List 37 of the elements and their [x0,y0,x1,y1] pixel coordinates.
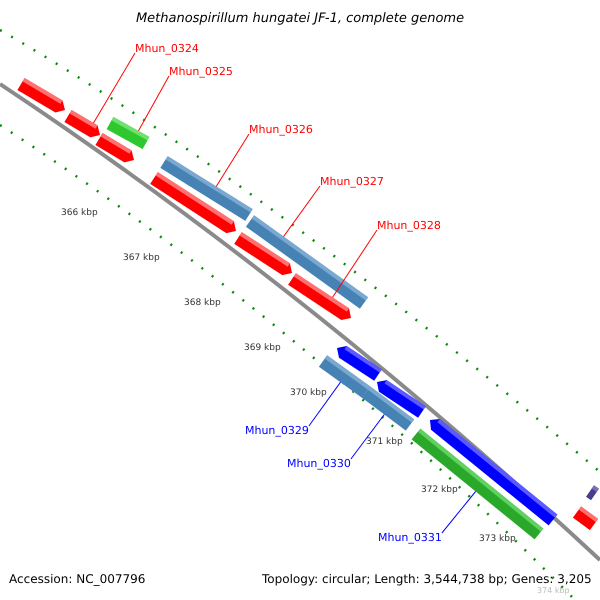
tick-label: 372 kbp [421,486,458,495]
gene-label: Mhun_0330 [287,457,351,470]
leader-line [441,491,476,534]
genome-summary-text: Topology: circular; Length: 3,544,738 bp; Genes: 3,205 [262,573,592,585]
gene-feature [95,133,134,162]
leader-line [332,230,378,298]
leader-line [216,134,250,187]
gene-label: Mhun_0331 [378,531,442,544]
gene-label: Mhun_0328 [377,219,441,232]
gene-label: Mhun_0324 [135,42,199,55]
leader-line [283,186,320,238]
gene-block [572,506,598,530]
gene-label: Mhun_0326 [249,123,313,136]
leader-line [350,414,385,460]
tick-label: 371 kbp [366,438,403,447]
gene-feature [234,232,292,276]
gene-label: Mhun_0329 [245,424,309,437]
gene-block [586,485,599,500]
tick-label: 369 kbp [244,344,281,353]
gene-feature [150,172,236,234]
diagram-title: Methanospirillum hungatei JF-1, complete genome [134,10,466,28]
leader-line [138,76,170,132]
gene-label: Mhun_0327 [320,175,384,188]
tick-label: 367 kbp [123,254,160,263]
tick-label: 366 kbp [61,209,98,218]
tick-label: 373 kbp [479,535,516,544]
gene-feature [17,78,65,112]
leader-line [308,382,341,426]
gene-feature [64,110,100,138]
tick-label: 370 kbp [290,389,327,398]
accession-text: Accession: NC_007796 [9,573,146,585]
tick-label: 374 kbp [537,587,570,595]
gene-block [362,386,414,431]
leader-line [93,52,136,124]
tick-label: 368 kbp [184,299,221,308]
gene-label: Mhun_0325 [169,65,233,78]
gene-feature [288,273,351,320]
